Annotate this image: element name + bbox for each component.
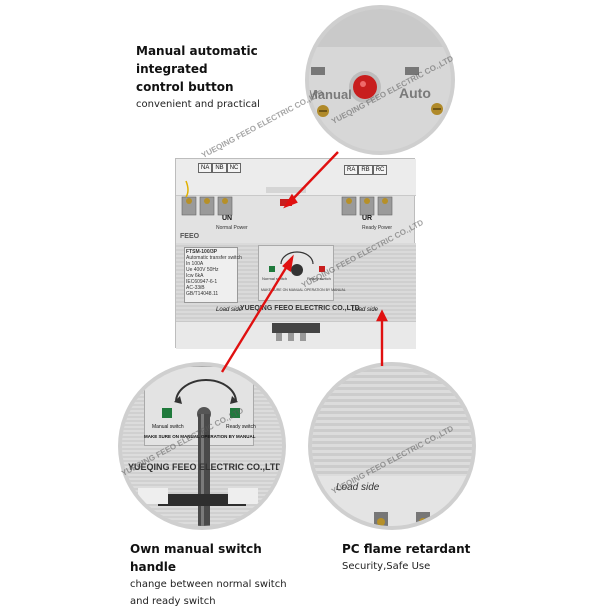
- un-left-sub: Normal Power: [216, 225, 248, 231]
- callout-top-subtitle: convenient and practical: [136, 99, 260, 110]
- zoom-bottom-screws: [374, 512, 430, 526]
- zoom-casing-circle: Load side: [308, 362, 476, 530]
- zoom-control-button-circle: Manual Auto: [305, 5, 455, 155]
- control-button-illustration: [309, 9, 451, 151]
- zoom-ready-switch-label: Ready switch: [226, 424, 256, 430]
- callout-bottom-right-sub: Security,Safe Use: [342, 561, 431, 572]
- terminal-labels-right: RA RB RC: [344, 165, 388, 175]
- zoom-handle-circle: Manual switch Ready switch MAKE SURE ON …: [118, 362, 286, 530]
- callout-bottom-left-title: Own manual switch handle: [130, 542, 262, 574]
- auto-label: Auto: [399, 85, 431, 101]
- load-side-left: Load side: [216, 307, 243, 313]
- spec-line: In 100A: [186, 261, 204, 267]
- spec-line: GB/T14048.11: [186, 291, 219, 297]
- terminal-label: NA: [198, 163, 213, 173]
- center-warning: MAKE SURE ON MANUAL OPERATION BY MANUAL: [261, 288, 346, 292]
- normal-switch-label: Normal switch: [262, 276, 288, 281]
- spec-line: Ue 400V 50Hz: [186, 267, 219, 273]
- model-text: FTSM-100/3P: [186, 249, 218, 255]
- ready-switch-label: Ready switch: [307, 276, 331, 281]
- spec-line: IEC60947-6-1: [186, 279, 218, 285]
- model-desc: Automatic transfer switch: [186, 255, 242, 261]
- terminal-label: NB: [212, 163, 227, 173]
- callout-bottom-right-title: PC flame retardant: [342, 542, 471, 556]
- manual-label: Manual: [307, 87, 352, 102]
- zoom-company-text: YUEQING FEEO ELECTRIC CO.,LTD: [128, 462, 282, 472]
- callout-top-title-line2: control button: [136, 80, 234, 94]
- bottom-terminals: [272, 323, 320, 341]
- zoom-warning-text: MAKE SURE ON MANUAL OPERATION BY MANUAL: [144, 434, 256, 439]
- brand-logo: FEEO: [180, 233, 200, 240]
- zoom-load-side-label: Load side: [336, 482, 380, 493]
- transfer-switch-device: NA NB NC RA RB RC UN Normal Power UR Rea…: [175, 158, 416, 349]
- un-right-label: UR: [362, 215, 373, 222]
- rating-plate: FTSM-100/3P Automatic transfer switch In…: [184, 247, 242, 303]
- callout-bottom-left-sub1: change between normal switch: [130, 579, 287, 590]
- callout-top-title-line1: Manual automatic integrated: [136, 44, 258, 76]
- company-name: YUEQING FEEO ELECTRIC CO.,LTD: [240, 305, 360, 312]
- callout-bottom-right: PC flame retardant Security,Safe Use: [342, 540, 522, 575]
- callout-top: Manual automatic integrated control butt…: [136, 42, 316, 113]
- spec-line: AC-33iB: [186, 285, 205, 291]
- callout-bottom-left-sub2: and ready switch: [130, 596, 216, 607]
- spec-line: Icw 6kA: [186, 273, 204, 279]
- terminal-label: NC: [226, 163, 242, 173]
- handle-illustration: [138, 379, 258, 526]
- load-side-right: Load side: [352, 307, 379, 313]
- terminal-screws: [181, 180, 393, 216]
- terminal-label: RA: [344, 165, 359, 175]
- terminal-label: RC: [372, 165, 388, 175]
- un-right-sub: Ready Power: [362, 225, 393, 231]
- terminal-label: RB: [358, 165, 373, 175]
- zoom-manual-switch-label: Manual switch: [152, 424, 184, 430]
- un-left-label: UN: [222, 215, 233, 222]
- terminal-labels-left: NA NB NC: [198, 163, 242, 173]
